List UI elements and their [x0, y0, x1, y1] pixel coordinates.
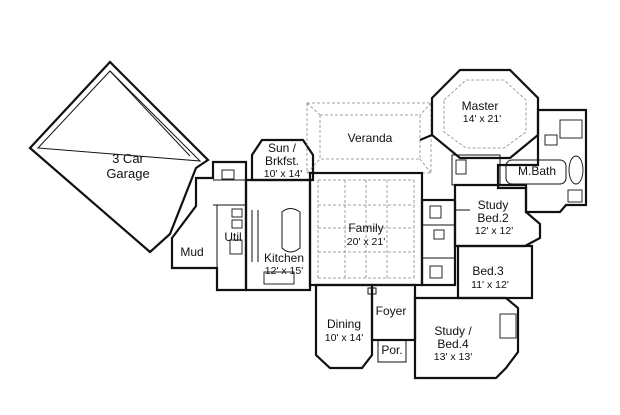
kitchen-label: Kitchen 12' x 15': [264, 251, 304, 277]
family-size: 20' x 21': [347, 236, 385, 248]
study4-label-line1: Study /: [434, 324, 472, 338]
study2-size: 12' x 12': [475, 225, 513, 237]
garage-area: [28, 60, 210, 254]
bed3-label: Bed.3 11' x 12': [471, 264, 509, 291]
service-wing: [170, 160, 248, 292]
porch-label: Por.: [381, 343, 402, 357]
bed3-size: 11' x 12': [471, 279, 509, 291]
study4-size: 13' x 13': [434, 351, 472, 363]
sun-label-line2: Brkfst.: [265, 154, 299, 168]
dining-label-name: Dining: [327, 317, 361, 331]
kitchen-label-name: Kitchen: [264, 251, 304, 265]
study2-label-line2: Bed.2: [477, 211, 509, 225]
util-label: Util: [224, 230, 241, 244]
foyer-label: Foyer: [376, 304, 407, 318]
master-size: 14' x 21': [463, 113, 501, 125]
family-label: Family 20' x 21': [347, 221, 385, 248]
veranda-label: Veranda: [348, 131, 393, 145]
mbath-label: M.Bath: [518, 164, 556, 178]
garage-label-line2: Garage: [106, 166, 149, 181]
master-label: Master 14' x 21': [462, 99, 502, 125]
study4-label: Study / Bed.4 13' x 13': [434, 324, 473, 363]
bed3-label-name: Bed.3: [472, 264, 504, 278]
kitchen-size: 12' x 15': [265, 265, 303, 277]
garage-label: 3 Car Garage: [106, 151, 149, 181]
study2-label: Study Bed.2 12' x 12': [475, 198, 513, 237]
study4-label-line2: Bed.4: [437, 337, 469, 351]
mud-label: Mud: [180, 245, 203, 259]
dining-label: Dining 10' x 14': [325, 317, 363, 344]
sun-label: Sun / Brkfst. 10' x 14': [264, 141, 302, 180]
study2-label-line1: Study: [478, 198, 509, 212]
sun-size: 10' x 14': [264, 168, 302, 180]
front-area: [314, 283, 417, 370]
master-label-name: Master: [462, 99, 499, 113]
garage-label-line1: 3 Car: [112, 151, 144, 166]
hall-baths: [420, 154, 501, 287]
dining-size: 10' x 14': [325, 332, 363, 344]
master-bath-area: [496, 108, 588, 214]
family-label-name: Family: [348, 221, 383, 235]
study-bed4-area: [413, 296, 520, 380]
sun-label-line1: Sun /: [268, 141, 297, 155]
